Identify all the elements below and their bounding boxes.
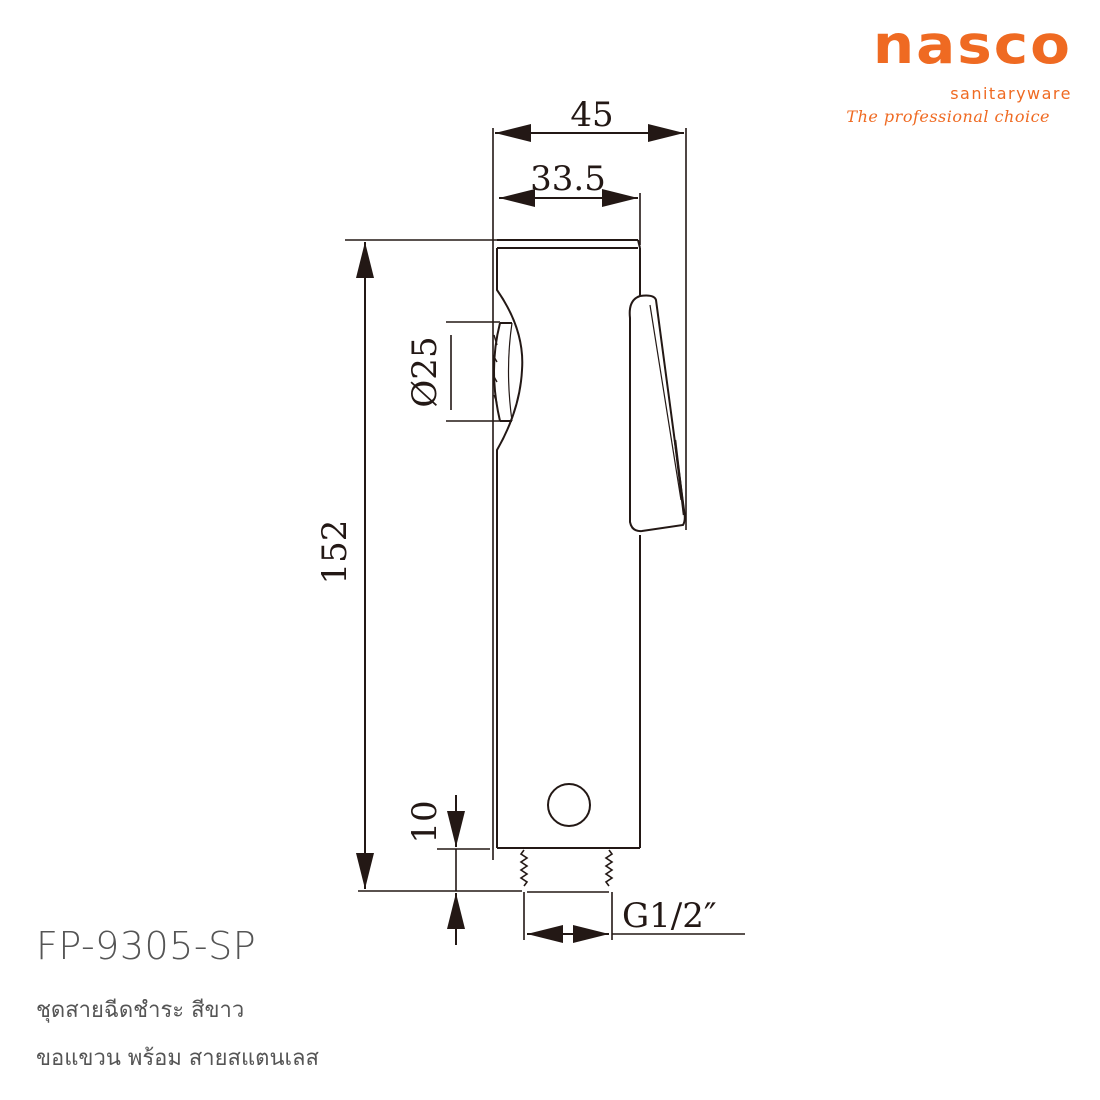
label-spray-diameter: Ø25	[405, 336, 445, 407]
brand-tagline: The professional choice	[846, 107, 1050, 126]
brand-logo: nasco sanitaryware The professional choi…	[802, 18, 1072, 126]
sprayer-body	[345, 239, 686, 849]
dimension-body-width	[499, 189, 641, 245]
label-thread-length: 10	[405, 800, 445, 843]
dimension-height	[356, 242, 522, 892]
brand-name: nasco	[872, 13, 1072, 76]
thread-connector	[519, 849, 745, 943]
dimension-overall-width	[492, 124, 687, 860]
brand-subtitle: sanitaryware	[950, 84, 1072, 103]
product-description-line1: ชุดสายฉีดชำระ สีขาว	[36, 998, 245, 1023]
dimension-spray-diameter	[446, 321, 500, 422]
label-body-width: 33.5	[530, 159, 606, 199]
label-height: 152	[315, 520, 355, 585]
label-overall-width: 45	[570, 95, 613, 135]
product-description-line2: ขอแขวน พร้อม สายสแตนเลส	[36, 1046, 319, 1071]
label-thread-spec: G1/2″	[622, 896, 717, 936]
dimension-thread-length	[437, 795, 490, 945]
product-model: FP-9305-SP	[36, 924, 257, 968]
